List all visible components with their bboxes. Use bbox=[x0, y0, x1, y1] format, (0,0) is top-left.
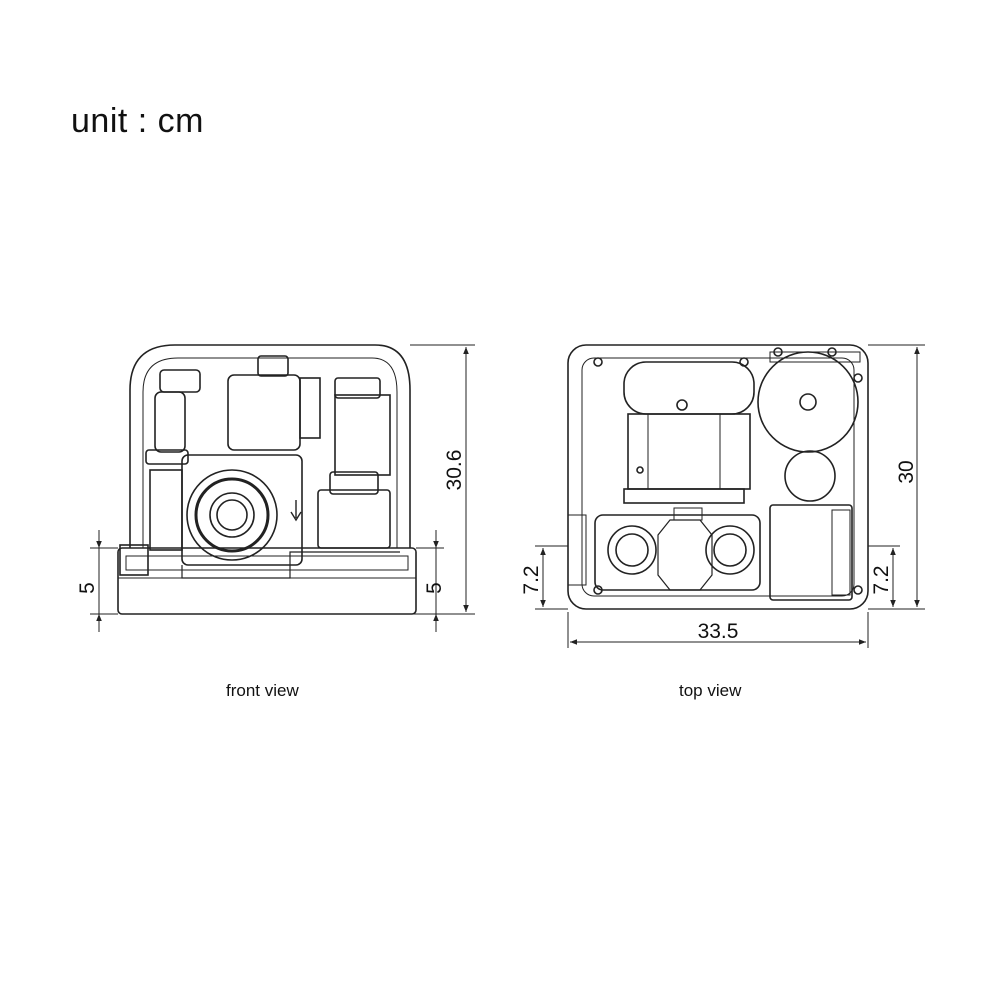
front-view-dimensions bbox=[90, 344, 475, 632]
front-view-caption: front view bbox=[226, 681, 299, 700]
unit-label: unit : cm bbox=[71, 102, 204, 140]
top-offset-left-dimension: 7.2 bbox=[520, 565, 543, 594]
top-view-drawing bbox=[567, 344, 869, 610]
top-depth-dimension: 30 bbox=[895, 460, 918, 483]
front-height-dimension: 30.6 bbox=[443, 450, 466, 491]
front-view-drawing bbox=[117, 344, 417, 615]
front-base-left-dimension: 5 bbox=[76, 582, 99, 594]
front-base-right-dimension: 5 bbox=[423, 582, 446, 594]
top-view-dimensions bbox=[535, 344, 925, 648]
top-view-caption: top view bbox=[679, 681, 742, 700]
top-width-dimension: 33.5 bbox=[698, 620, 739, 643]
top-offset-right-dimension: 7.2 bbox=[870, 565, 893, 594]
